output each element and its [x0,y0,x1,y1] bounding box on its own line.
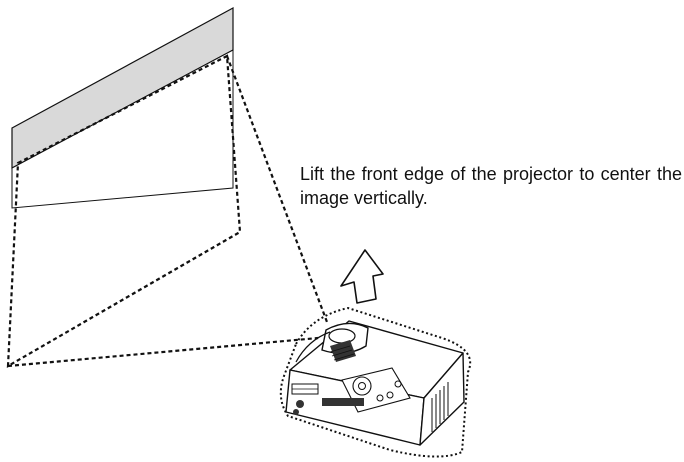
instruction-caption: Lift the front edge of the projector to … [300,164,682,208]
projector-icon [279,306,472,458]
port-round-1 [296,400,304,408]
focus-ring [330,340,356,362]
top-vent [329,345,355,361]
side-vent [431,382,449,432]
menu-button [376,394,384,402]
front-bumper [295,331,331,363]
beam-line-top [225,55,329,323]
screen-body [11,49,234,209]
port-round-2 [293,409,299,415]
projector-side [419,352,465,446]
lens [328,328,356,344]
beam-line-bottom [7,336,319,368]
projected-image-outline [6,54,242,368]
up-arrow-outline-icon [340,249,384,304]
select-button [352,376,372,396]
port-group [322,398,364,406]
front-edge-highlight [279,306,472,458]
select-button-center [358,382,366,390]
power-button [394,380,402,388]
enter-button [386,391,394,399]
